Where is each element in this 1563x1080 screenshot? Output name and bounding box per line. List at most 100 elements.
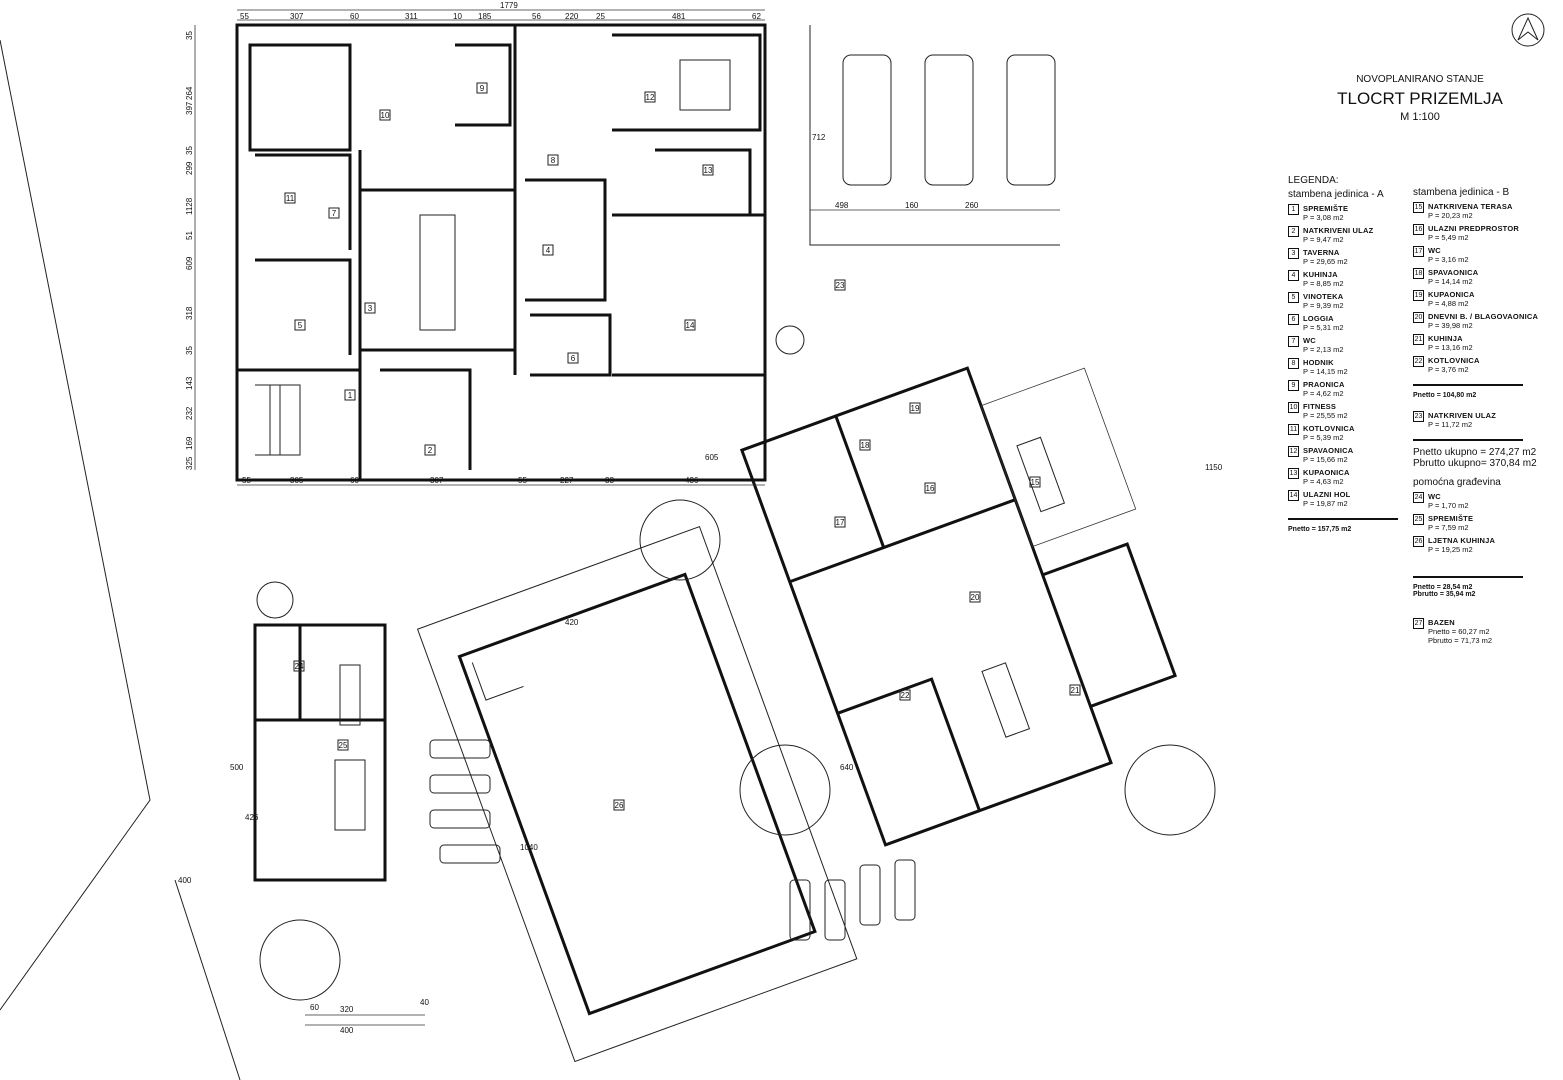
room-area: P = 13,16 m2 bbox=[1428, 343, 1473, 352]
room-area: P = 5,39 m2 bbox=[1303, 433, 1344, 442]
room-area: P = 2,13 m2 bbox=[1303, 345, 1344, 354]
room-number: 20 bbox=[971, 593, 980, 602]
dimension-label: 325 bbox=[185, 456, 194, 470]
room-area: P = 9,47 m2 bbox=[1303, 235, 1344, 244]
divider bbox=[1288, 518, 1398, 520]
dimension-label: 481 bbox=[672, 12, 686, 21]
room-number: 13 bbox=[1288, 468, 1299, 479]
room-number: 15 bbox=[1413, 202, 1424, 213]
room-tag bbox=[364, 302, 376, 314]
room-number: 21 bbox=[1071, 686, 1080, 695]
bed bbox=[679, 59, 731, 111]
dimension-label: 220 bbox=[565, 12, 579, 21]
dimension-label: 260 bbox=[965, 201, 979, 210]
room-name: SPAVAONICA bbox=[1303, 446, 1354, 455]
total-gross: Pbrutto ukupno= 370,84 m2 bbox=[1413, 458, 1537, 469]
room-number: 10 bbox=[381, 111, 390, 120]
dimension-label: 500 bbox=[230, 763, 244, 772]
room-tag bbox=[337, 739, 349, 751]
room-number: 4 bbox=[546, 246, 551, 255]
room-name: KUPAONICA bbox=[1303, 468, 1350, 477]
dimension-label: 169 bbox=[185, 436, 194, 450]
room-tag bbox=[644, 91, 656, 103]
dimension-label: 609 bbox=[185, 256, 194, 270]
dimension-label: 311 bbox=[405, 12, 418, 21]
room-number: 16 bbox=[926, 484, 935, 493]
room-tag bbox=[424, 444, 436, 456]
room-number: 14 bbox=[1288, 490, 1299, 501]
dimension-label: 498 bbox=[835, 201, 849, 210]
room-name: NATKRIVENA TERASA bbox=[1428, 202, 1513, 211]
divider bbox=[1413, 384, 1523, 386]
site-boundary bbox=[0, 39, 241, 1080]
unit-a-total: Pnetto = 157,75 m2 bbox=[1288, 526, 1352, 533]
room-tag bbox=[476, 82, 488, 94]
room-name: LJETNA KUHINJA bbox=[1428, 536, 1496, 545]
aux-gross: Pbrutto = 35,94 m2 bbox=[1413, 591, 1476, 598]
room-area: P = 15,66 m2 bbox=[1303, 455, 1348, 464]
dimension-label: 55 bbox=[240, 12, 249, 21]
room-area: P = 7,59 m2 bbox=[1428, 523, 1469, 532]
legend-unit-b: stambena jedinica - B 15 NATKRIVENA TERAS… bbox=[1413, 187, 1543, 645]
room-name: ULAZNI HOL bbox=[1303, 490, 1351, 499]
room-number: 22 bbox=[901, 691, 910, 700]
room-name: WC bbox=[1428, 246, 1441, 255]
room-name: WC bbox=[1428, 492, 1441, 501]
dimension-label: 60 bbox=[350, 476, 359, 485]
room-name: HODNIK bbox=[1303, 358, 1334, 367]
room-number: 14 bbox=[686, 321, 695, 330]
room-area: P = 29,65 m2 bbox=[1303, 257, 1348, 266]
room-tag bbox=[899, 689, 911, 701]
room-name: NATKRIVEN ULAZ bbox=[1428, 411, 1497, 420]
room-tag bbox=[567, 352, 579, 364]
room-area: P = 5,49 m2 bbox=[1428, 233, 1469, 242]
room-number: 1 bbox=[1288, 204, 1299, 215]
room-name: TAVERNA bbox=[1303, 248, 1340, 257]
room-tag bbox=[969, 591, 981, 603]
divider bbox=[1413, 439, 1523, 441]
title-block: NOVOPLANIRANO STANJE TLOCRT PRIZEMLJA M … bbox=[1300, 74, 1540, 123]
room-number: 5 bbox=[298, 321, 303, 330]
dimension-label: 62 bbox=[752, 12, 761, 21]
dimension-label: 33 bbox=[605, 476, 614, 485]
room-number: 25 bbox=[339, 741, 348, 750]
room-name: KOTLOVNICA bbox=[1428, 356, 1480, 365]
parking bbox=[809, 25, 1060, 246]
dimension-label: 60 bbox=[350, 12, 359, 21]
trees bbox=[256, 325, 1216, 1001]
drawing-title: TLOCRT PRIZEMLJA bbox=[1337, 89, 1503, 108]
room-name: SPAVAONICA bbox=[1428, 268, 1479, 277]
room-number: 13 bbox=[704, 166, 713, 175]
sun-loungers bbox=[429, 739, 916, 941]
unit-a-label: stambena jedinica - A bbox=[1288, 189, 1384, 200]
room-name: VINOTEKA bbox=[1303, 292, 1344, 301]
dimension-label: 1150 bbox=[1205, 463, 1223, 472]
room-number: 12 bbox=[646, 93, 655, 102]
unit-b-label: stambena jedinica - B bbox=[1413, 187, 1510, 198]
pool bbox=[416, 525, 858, 1063]
room-tag bbox=[924, 482, 936, 494]
room-number: 7 bbox=[332, 209, 337, 218]
room-area: P = 39,98 m2 bbox=[1428, 321, 1473, 330]
dimension-label: 143 bbox=[185, 376, 194, 390]
room-tag bbox=[834, 516, 846, 528]
room-number: 17 bbox=[1413, 246, 1424, 257]
dimension-label: 640 bbox=[840, 763, 854, 772]
room-number: 2 bbox=[1288, 226, 1299, 237]
dimension-label: 320 bbox=[340, 1005, 354, 1014]
room-number: 27 bbox=[1413, 618, 1424, 629]
dimension-label: 436 bbox=[685, 476, 699, 485]
room-name: FITNESS bbox=[1303, 402, 1337, 411]
